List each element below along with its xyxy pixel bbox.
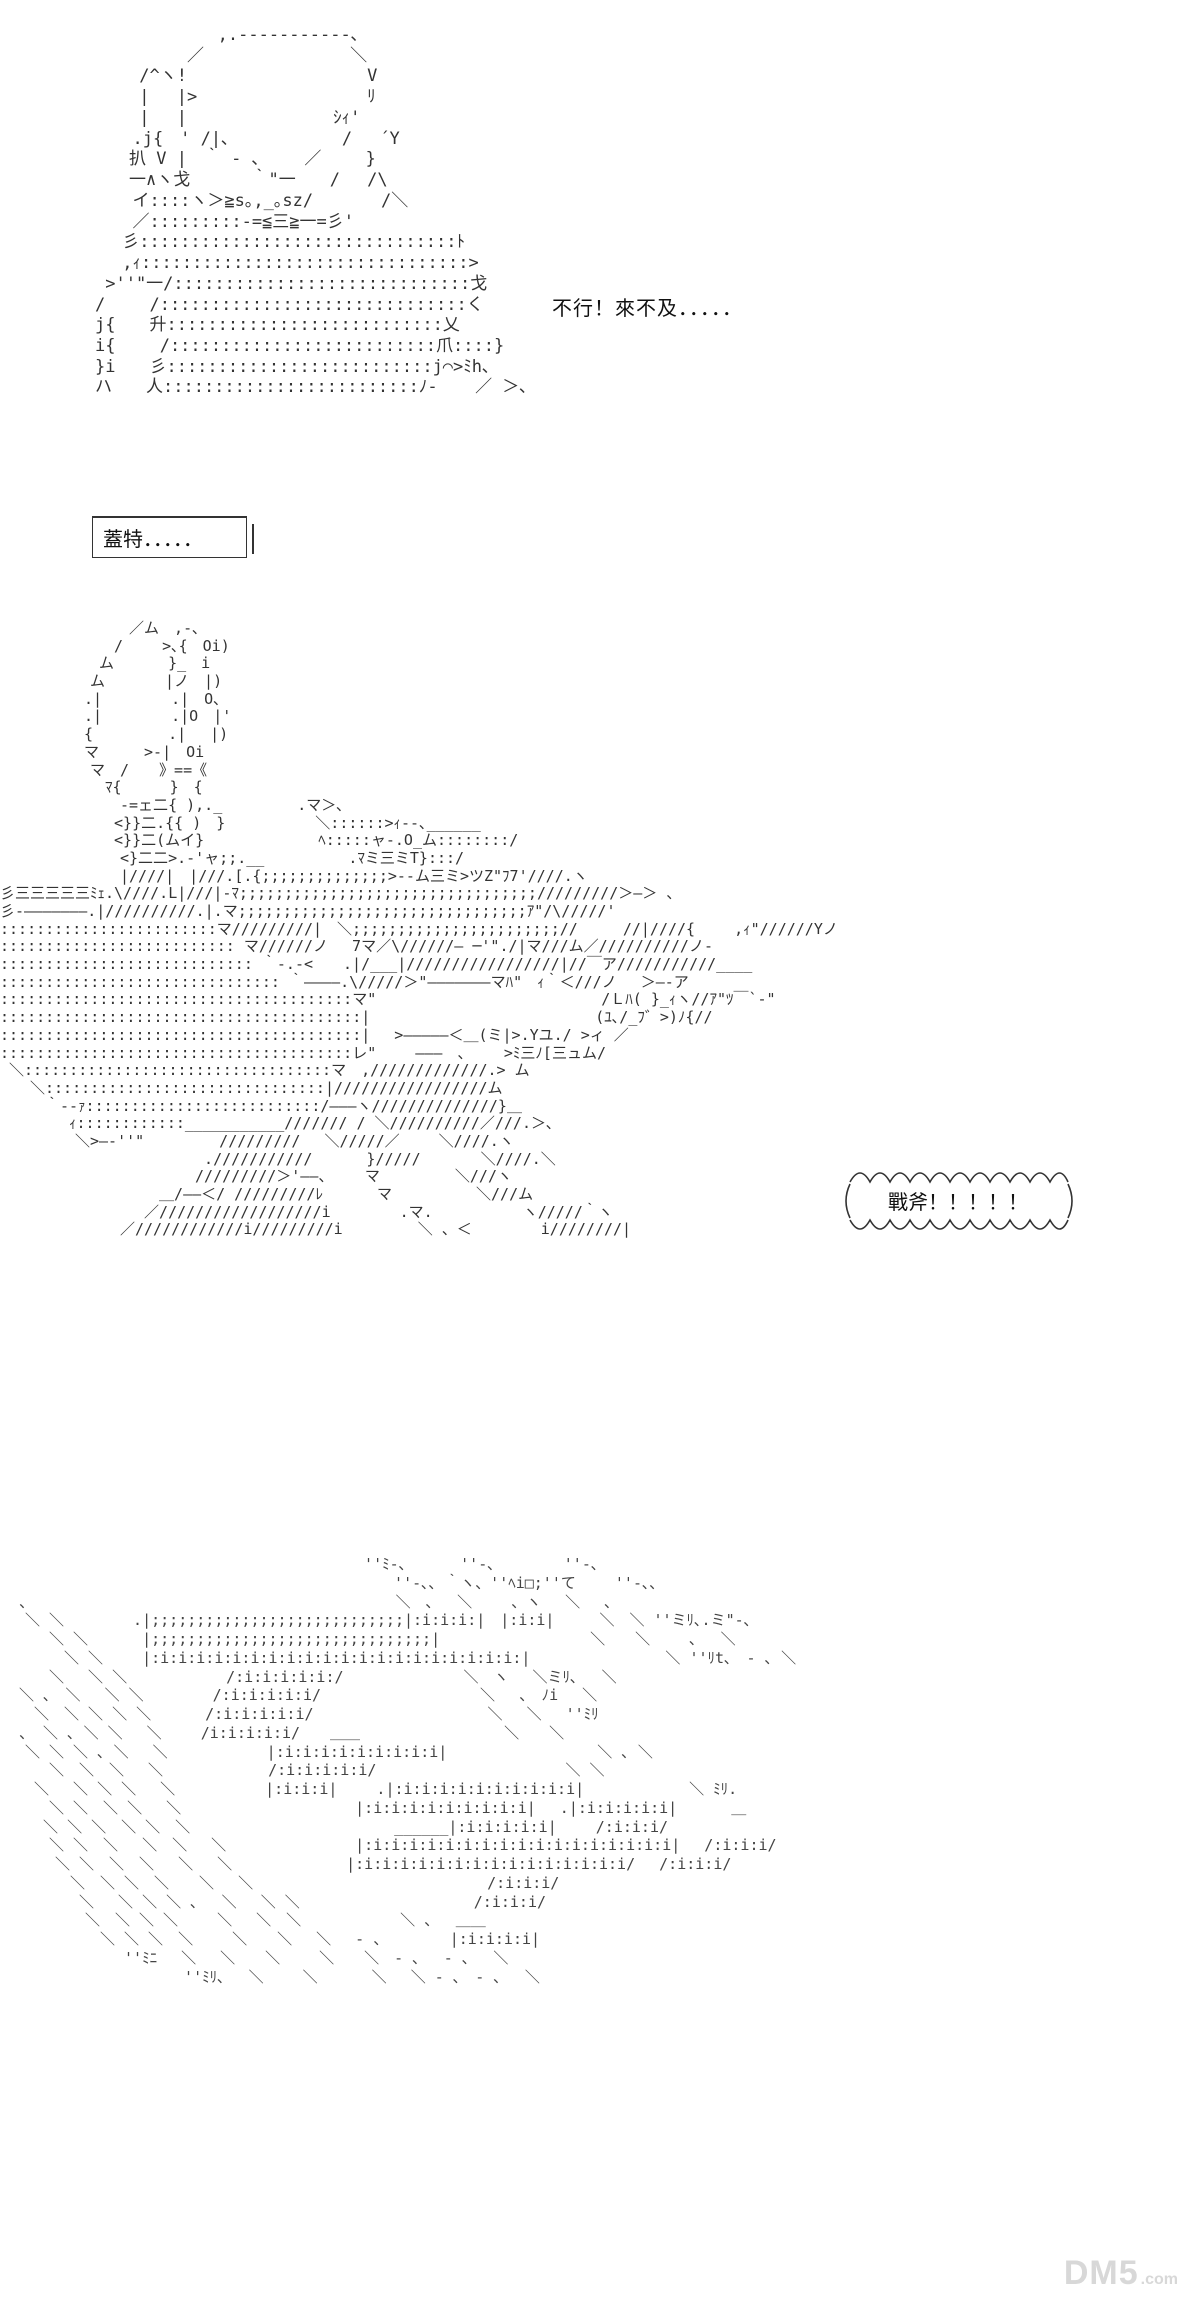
ascii-art-warrior: ／ム ,‐､ / >､{ Oi) ム }_ i ム |ノ |) .| .| O､… — [0, 619, 838, 1239]
name-label: 蓋特．．．．． — [103, 527, 203, 551]
speech-text-too-late: 不行！來不及．．．．． — [552, 296, 743, 320]
ascii-art-figure-top: ,.-‐‐‐‐‐‐‐‐‐-､ ／ ＼ /^ヽ! V | |> ﾘ | | ｼｨ'… — [95, 25, 528, 398]
ascii-art-debris: ''ﾐ‐､ ''‐､ ''‐､ ''‐､､ ｀ヽ、''ﾍi□;''て ''‐､､… — [19, 1555, 797, 1986]
site-watermark: DM5 .com — [1064, 2254, 1178, 2293]
shout-burst: 戰斧！！！！！ — [842, 1160, 1074, 1240]
name-box: 蓋特．．．．． — [92, 516, 254, 558]
watermark-sub: .com — [1140, 2271, 1178, 2288]
watermark-main: DM5 — [1063, 2254, 1139, 2292]
shout-text-battle-axe: 戰斧！！！！！ — [888, 1190, 1028, 1214]
burst-outline-icon — [845, 1172, 1073, 1230]
